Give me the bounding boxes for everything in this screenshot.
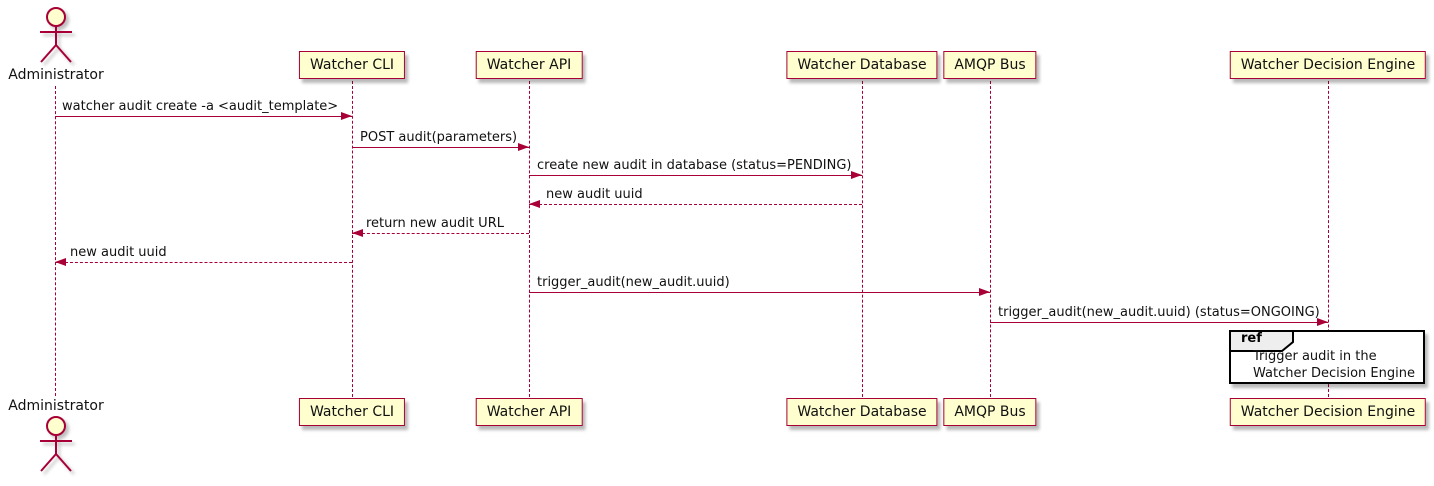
message-line — [352, 233, 529, 234]
ref-tab: ref — [1229, 330, 1295, 352]
message-line — [529, 292, 990, 293]
message-label: new audit uuid — [546, 187, 643, 202]
participant-watcher-decision-engine-bottom: Watcher Decision Engine — [1229, 398, 1427, 426]
message-label: watcher audit create -a <audit_template> — [62, 99, 339, 114]
message-line — [352, 147, 529, 148]
actor-administrator-label-bottom: Administrator — [8, 398, 104, 414]
participant-watcher-database-top: Watcher Database — [786, 51, 938, 79]
arrowhead-right-icon — [1317, 318, 1328, 326]
ref-body-line2: Watcher Decision Engine — [1253, 366, 1415, 381]
message-label: trigger_audit(new_audit.uuid) — [537, 275, 730, 290]
message-label: create new audit in database (status=PEN… — [537, 158, 852, 173]
participant-amqp-bus-bottom: AMQP Bus — [943, 398, 1037, 426]
participant-watcher-api-top: Watcher API — [475, 51, 583, 79]
lifeline-watcher-api — [529, 81, 530, 397]
lifeline-administrator — [55, 86, 56, 396]
message-label: return new audit URL — [366, 216, 504, 231]
arrowhead-right-icon — [341, 112, 352, 120]
ref-tab-label: ref — [1241, 331, 1262, 346]
arrowhead-left-icon — [529, 200, 540, 208]
participant-watcher-cli-top: Watcher CLI — [298, 51, 406, 79]
participant-watcher-database-bottom: Watcher Database — [786, 398, 938, 426]
participant-watcher-cli-bottom: Watcher CLI — [298, 398, 406, 426]
ref-body-line1: Trigger audit in the — [1253, 349, 1377, 364]
message-line — [990, 322, 1328, 323]
arrowhead-left-icon — [55, 258, 66, 266]
message-label: new audit uuid — [70, 245, 167, 260]
message-label: trigger_audit(new_audit.uuid) (status=ON… — [998, 305, 1320, 320]
message-line — [55, 116, 352, 117]
participant-watcher-api-bottom: Watcher API — [475, 398, 583, 426]
lifeline-watcher-database — [862, 81, 863, 397]
lifeline-watcher-cli — [352, 81, 353, 397]
arrowhead-right-icon — [518, 143, 529, 151]
arrowhead-right-icon — [851, 171, 862, 179]
arrowhead-right-icon — [979, 288, 990, 296]
message-line — [529, 204, 862, 205]
message-label: POST audit(parameters) — [360, 130, 518, 145]
message-line — [55, 262, 352, 263]
lifeline-watcher-decision-engine — [1328, 81, 1329, 397]
participant-watcher-decision-engine-top: Watcher Decision Engine — [1229, 51, 1427, 79]
ref-tab-shape — [1229, 330, 1294, 352]
actor-administrator-icon-top — [40, 7, 72, 63]
message-line — [529, 175, 862, 176]
ref-body: Trigger audit in the Watcher Decision En… — [1253, 348, 1415, 382]
arrowhead-left-icon — [352, 229, 363, 237]
actor-administrator-label-top: Administrator — [8, 67, 104, 83]
actor-administrator-icon-bottom — [40, 416, 72, 472]
lifeline-amqp-bus — [990, 81, 991, 397]
ref-fragment: ref Trigger audit in the Watcher Decisio… — [1229, 330, 1425, 384]
participant-amqp-bus-top: AMQP Bus — [943, 51, 1037, 79]
